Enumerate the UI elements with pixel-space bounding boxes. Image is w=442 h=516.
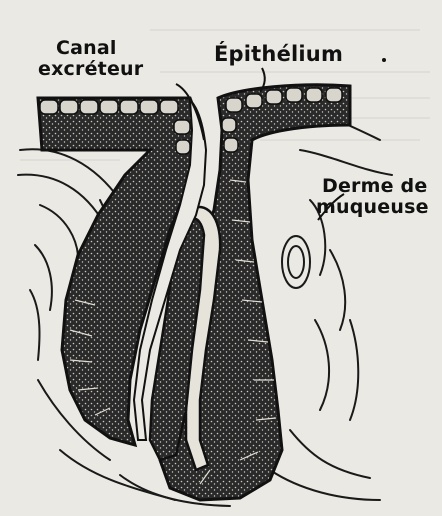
dermis-vessel (282, 236, 310, 288)
label-derme-line2: muqueuse (316, 197, 429, 218)
label-canal-line1: Canal (38, 38, 143, 59)
label-canal-line2: excréteur (38, 59, 143, 80)
label-derme-line1: Derme de (322, 176, 429, 197)
label-excretory-duct: Canal excréteur (38, 38, 143, 80)
label-mucosa-dermis: Derme de muqueuse (322, 176, 429, 218)
label-epithelium: Épithélium (214, 44, 343, 65)
